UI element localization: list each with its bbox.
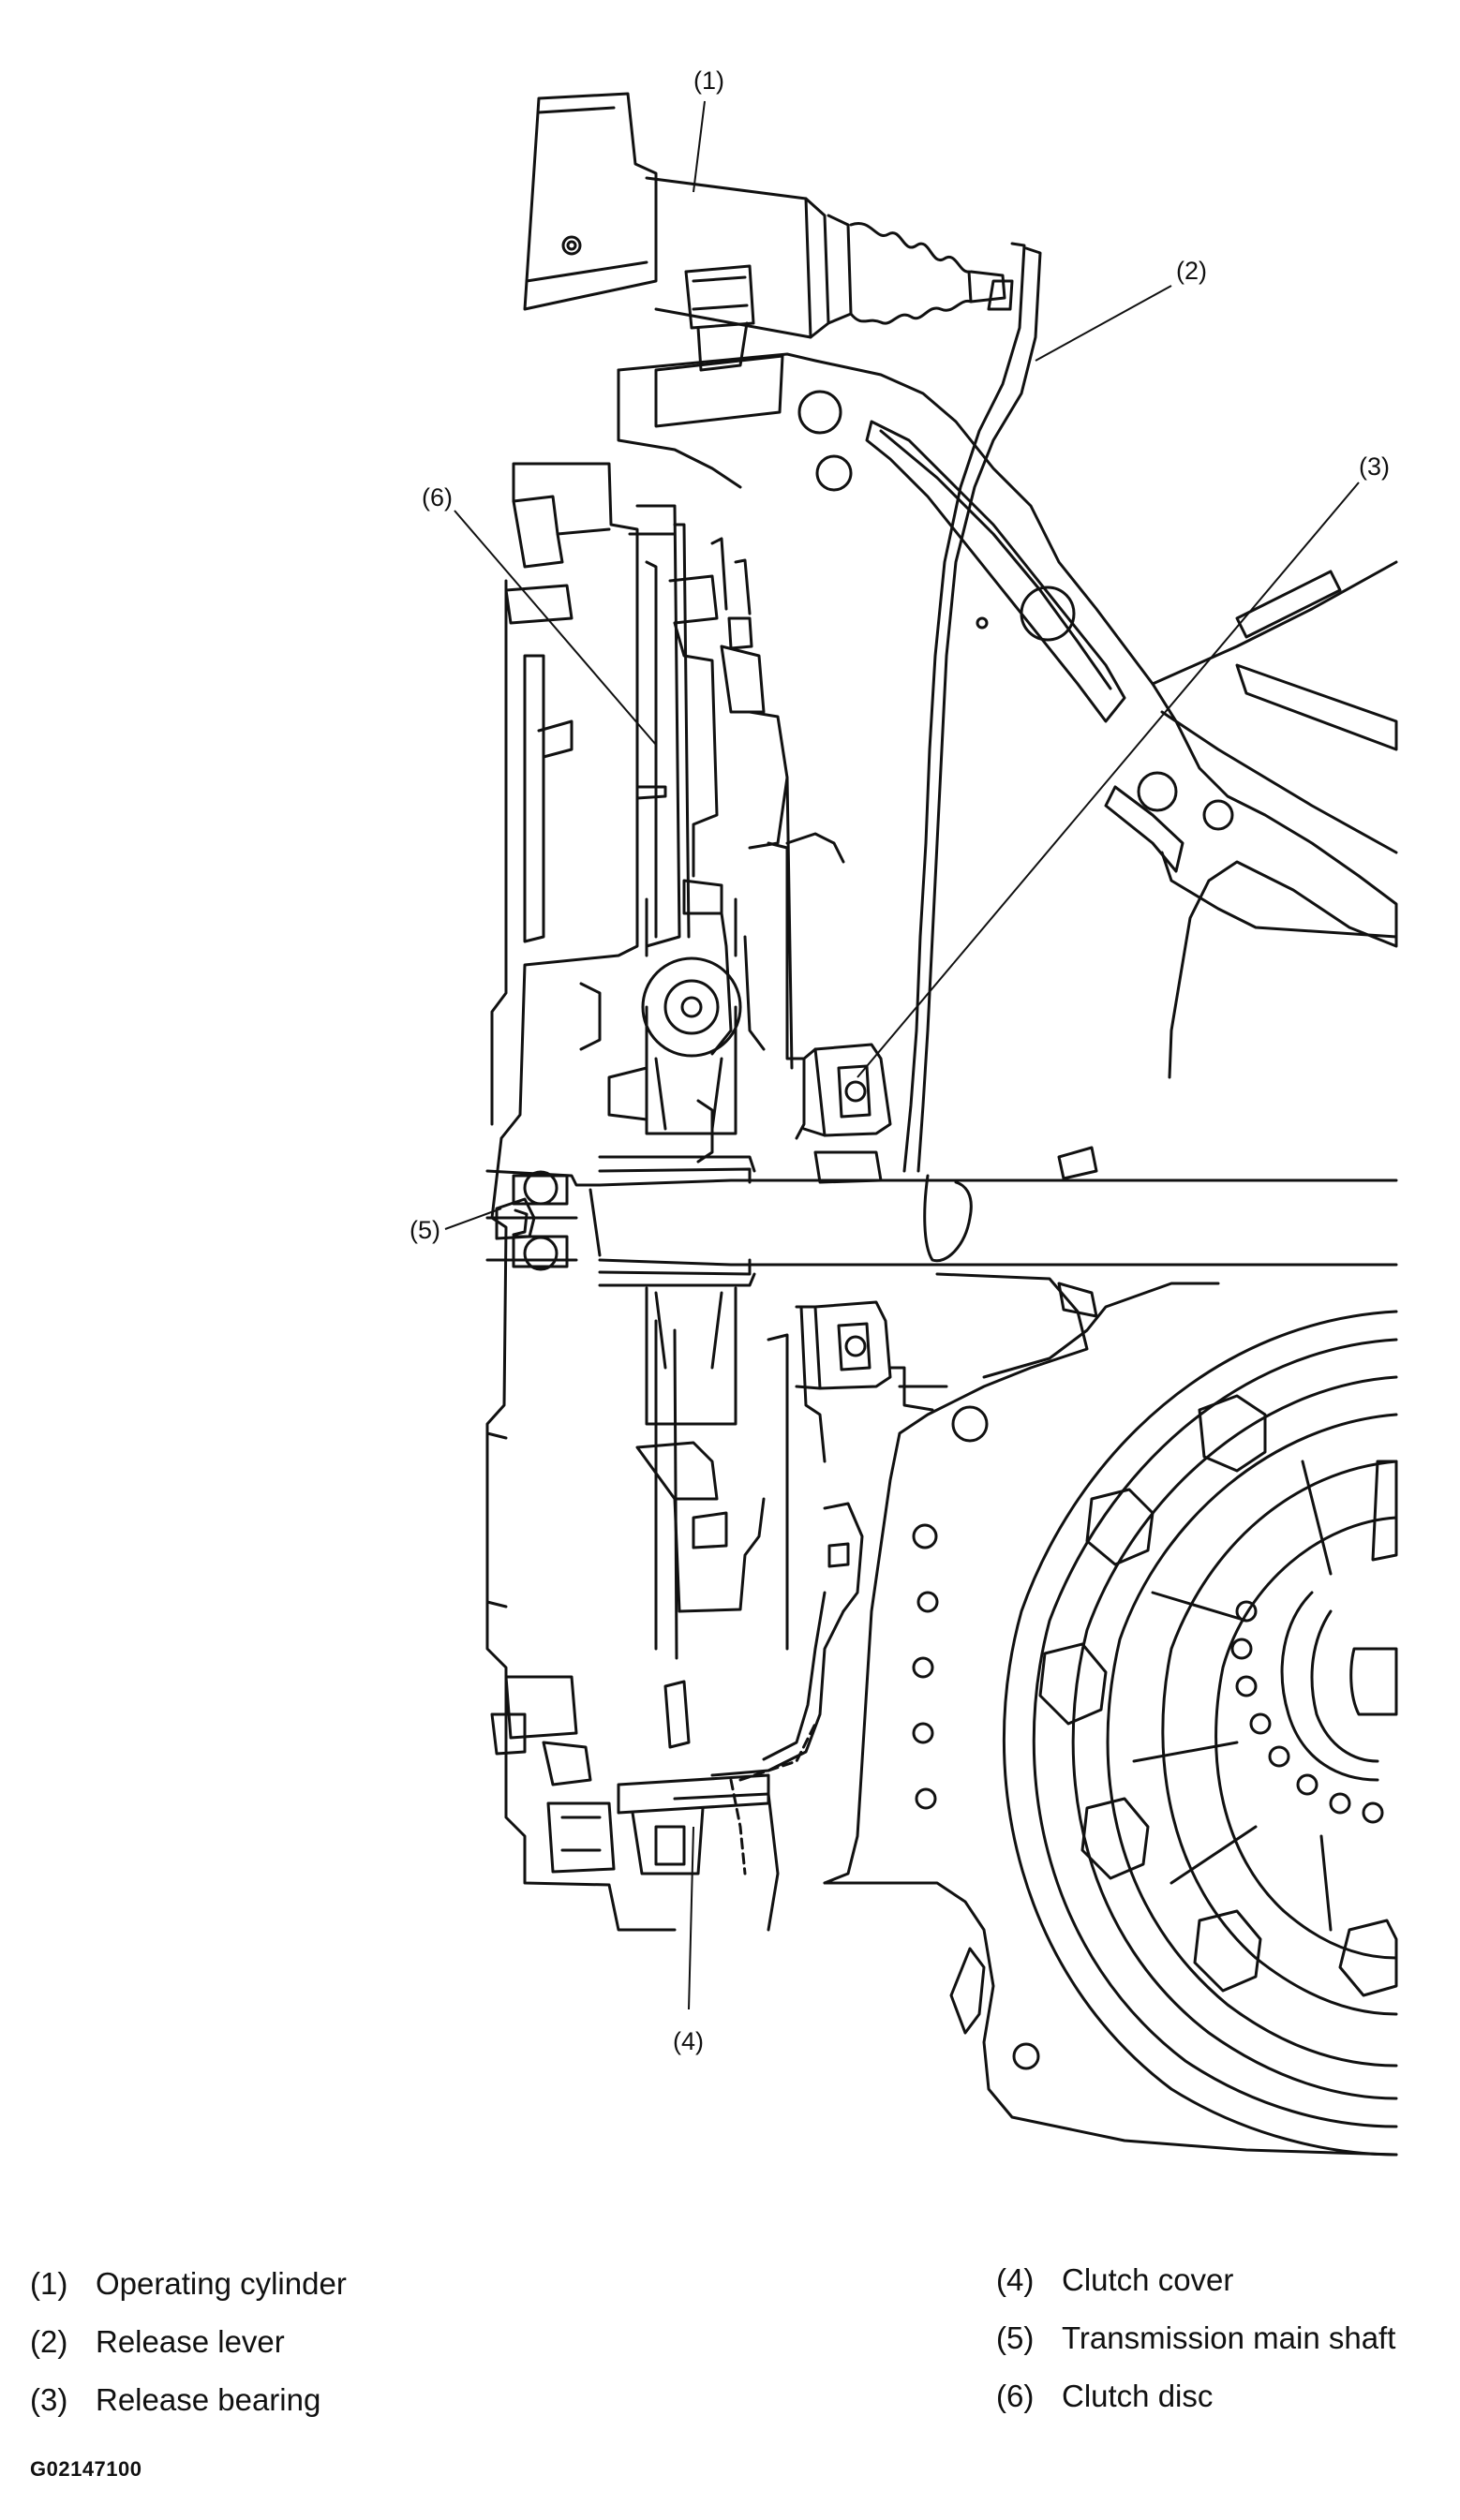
callout-2: (2)	[1176, 257, 1207, 285]
clutch-cover	[617, 1286, 864, 1932]
callout-1: (1)	[693, 67, 724, 95]
callout-5: (5)	[410, 1216, 440, 1244]
legend-number: (2)	[30, 2324, 68, 2359]
housing-web	[1151, 560, 1398, 939]
legend-number: (1)	[30, 2266, 68, 2301]
legend-number: (5)	[996, 2320, 1035, 2355]
release-bearing-lower	[795, 1300, 948, 1412]
release-lever	[617, 242, 1398, 1173]
legend-text: Transmission main shaft	[1062, 2320, 1396, 2355]
legend-text: Clutch disc	[1062, 2379, 1214, 2413]
legend-item-operating-cylinder: (1) Operating cylinder	[30, 2265, 347, 2303]
clutch-disc	[628, 504, 794, 1164]
clutch-hub	[607, 897, 742, 1135]
legend-item-release-bearing: (3) Release bearing	[30, 2381, 320, 2419]
legend-text: Release lever	[96, 2324, 285, 2359]
figure-code: G02147100	[30, 2457, 142, 2481]
callout-4: (4)	[673, 2027, 704, 2055]
legend-text: Release bearing	[96, 2382, 321, 2417]
legend-item-release-lever: (2) Release lever	[30, 2323, 285, 2361]
flywheel-housing	[823, 1272, 1398, 2157]
transmission-main-shaft	[485, 1146, 1398, 1318]
legend-item-clutch-cover: (4) Clutch cover	[996, 2261, 1233, 2299]
callout-3: (3)	[1359, 452, 1390, 481]
clutch-assembly-diagram: (1) (2) (3) (4) (5) (6)	[410, 67, 1398, 2157]
legend-number: (4)	[996, 2262, 1035, 2297]
legend-item-transmission-main-shaft: (5) Transmission main shaft	[996, 2320, 1395, 2357]
transmission-housing	[485, 462, 677, 1932]
callout-6: (6)	[422, 483, 453, 511]
operating-cylinder	[523, 92, 1006, 428]
legend-text: Clutch cover	[1062, 2262, 1234, 2297]
legend-number: (6)	[996, 2379, 1035, 2413]
release-bearing	[767, 832, 892, 1184]
legend-item-clutch-disc: (6) Clutch disc	[996, 2378, 1213, 2415]
legend-number: (3)	[30, 2382, 68, 2417]
legend: (1) Operating cylinder (2) Release lever (…	[0, 2262, 1460, 2453]
leader-lines	[444, 100, 1360, 2010]
legend-text: Operating cylinder	[96, 2266, 347, 2301]
